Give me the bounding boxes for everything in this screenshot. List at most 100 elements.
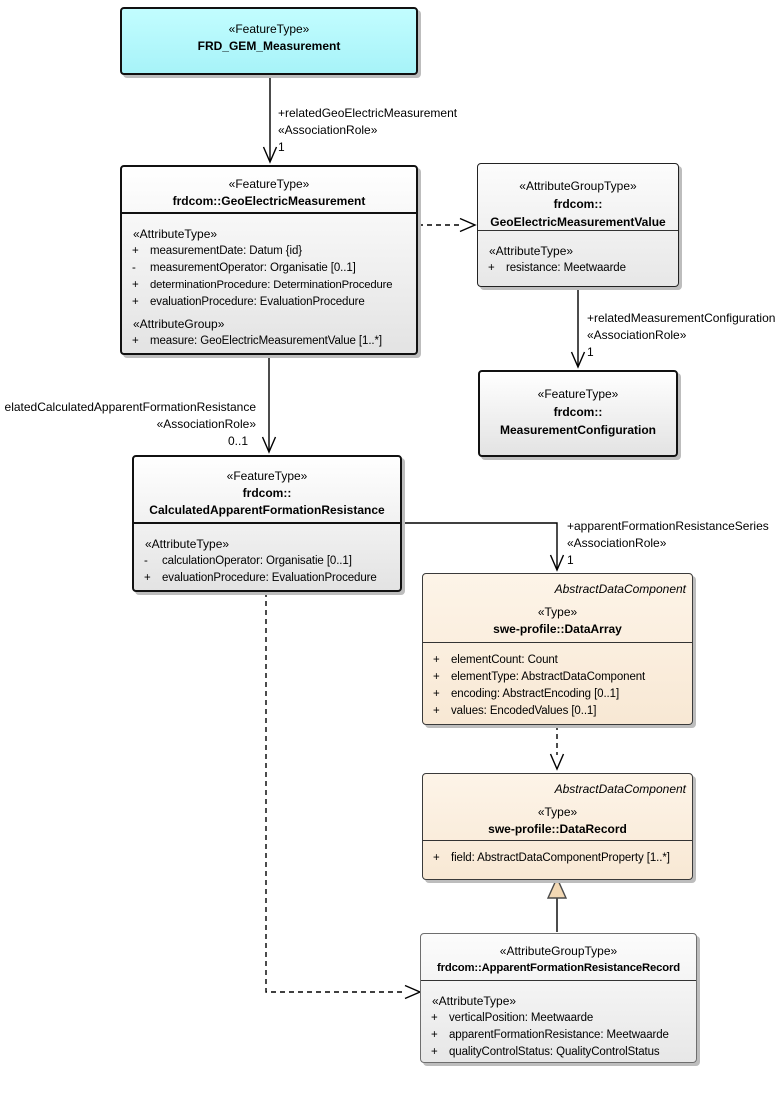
attribute-text: evaluationProcedure: EvaluationProcedure <box>162 572 377 584</box>
attribute-text: measurementOperator: Organisatie [0..1] <box>150 262 356 274</box>
attribute-compartment: «AttributeType» + measurementDate: Datum… <box>122 214 416 350</box>
stereotype-label: «FeatureType» <box>228 177 310 191</box>
class-header: «FeatureType» frdcom:: MeasurementConfig… <box>480 372 676 439</box>
attribute-text: field: AbstractDataComponentProperty [1.… <box>451 852 670 864</box>
attribute-compartment: «AttributeType» + verticalPosition: Meet… <box>421 981 696 1061</box>
attribute-row: + measurementDate: Datum {id} <box>122 243 416 260</box>
attribute-row: + elementCount: Count <box>423 652 692 669</box>
stereotype-label: «Type» <box>537 605 578 619</box>
attribute-text: elementType: AbstractDataComponent <box>451 671 646 683</box>
connector-related-geo-electric-measurement <box>262 75 278 164</box>
attribute-text: calculationOperator: Organisatie [0..1] <box>162 555 352 567</box>
attribute-text: measurementDate: Datum {id} <box>150 245 302 257</box>
class-frd-gem-measurement: «FeatureType» FRD_GEM_Measurement <box>120 7 418 75</box>
class-header: «FeatureType» frdcom::GeoElectricMeasure… <box>122 167 416 214</box>
multiplicity: 0..1 <box>227 434 248 448</box>
class-header: «FeatureType» frdcom:: CalculatedApparen… <box>134 457 400 524</box>
class-data-record: AbstractDataComponent «Type» swe-profile… <box>422 773 693 880</box>
connector-related-measurement-configuration <box>570 287 586 369</box>
class-name: frdcom::GeoElectricMeasurement <box>172 194 366 208</box>
attribute-text: measure: GeoElectricMeasurementValue [1.… <box>150 335 382 347</box>
attribute-row: - measurementOperator: Organisatie [0..1… <box>122 260 416 277</box>
role-stereotype: «AssociationRole» <box>567 536 667 550</box>
connector-related-calculated-apparent-formation-resistance <box>261 355 277 454</box>
role-name: +relatedGeoElectricMeasurement <box>278 106 458 120</box>
attribute-row: + verticalPosition: Meetwaarde <box>421 1010 696 1027</box>
multiplicity: 1 <box>567 553 574 567</box>
attribute-row: + measure: GeoElectricMeasurementValue [… <box>122 333 416 350</box>
role-name: elatedCalculatedApparentFormationResista… <box>4 400 256 414</box>
section-heading: «AttributeType» <box>145 537 230 551</box>
class-geo-electric-measurement-value: «AttributeGroupType» frdcom:: GeoElectri… <box>477 163 679 287</box>
role-name: +apparentFormationResistanceSeries <box>567 519 769 533</box>
class-name-line1: frdcom:: <box>242 486 292 500</box>
attribute-text: values: EncodedValues [0..1] <box>451 705 597 717</box>
parent-class-label: AbstractDataComponent <box>554 582 686 596</box>
attribute-row: + elementType: AbstractDataComponent <box>423 669 692 686</box>
attribute-text: apparentFormationResistance: Meetwaarde <box>449 1029 669 1041</box>
role-name: +relatedMeasurementConfiguration <box>587 311 776 325</box>
section-heading: «AttributeType» <box>133 227 218 241</box>
class-name-line2: MeasurementConfiguration <box>499 423 656 437</box>
class-measurement-configuration: «FeatureType» frdcom:: MeasurementConfig… <box>478 370 678 457</box>
visibility-marker: + <box>488 262 495 274</box>
attribute-text: evaluationProcedure: EvaluationProcedure <box>150 296 365 308</box>
class-apparent-formation-resistance-record: «AttributeGroupType» frdcom::ApparentFor… <box>420 933 697 1063</box>
connector-label-related-geo-electric-measurement: +relatedGeoElectricMeasurement «Associat… <box>278 105 457 156</box>
class-name-line2: GeoElectricMeasurementValue <box>490 215 666 229</box>
attribute-text: verticalPosition: Meetwaarde <box>449 1012 594 1024</box>
stereotype-label: «AttributeGroupType» <box>519 179 637 193</box>
class-name-line1: frdcom:: <box>553 197 603 211</box>
connector-measure-dependency <box>418 217 477 233</box>
class-name-line1: frdcom:: <box>553 405 603 419</box>
visibility-marker: + <box>433 705 440 717</box>
stereotype-label: «AttributeGroupType» <box>499 944 618 958</box>
attribute-row: - calculationOperator: Organisatie [0..1… <box>134 553 400 570</box>
connector-element-type-dependency <box>549 725 565 771</box>
class-data-array: AbstractDataComponent «Type» swe-profile… <box>422 573 693 725</box>
class-name-line2: CalculatedApparentFormationResistance <box>149 503 385 517</box>
visibility-marker: + <box>132 296 139 308</box>
visibility-marker: + <box>433 671 440 683</box>
role-stereotype: «AssociationRole» <box>587 328 687 342</box>
attribute-row: + resistance: Meetwaarde <box>478 260 678 277</box>
attribute-row: + evaluationProcedure: EvaluationProcedu… <box>122 294 416 311</box>
class-name: swe-profile::DataRecord <box>488 822 627 836</box>
attribute-row: + field: AbstractDataComponentProperty [… <box>423 850 692 867</box>
connector-label-related-calculated-apparent-formation-resistance: elatedCalculatedApparentFormationResista… <box>0 399 256 450</box>
connector-label-related-measurement-configuration: +relatedMeasurementConfiguration «Associ… <box>587 310 775 361</box>
role-stereotype: «AssociationRole» <box>278 123 378 137</box>
parent-class-label: AbstractDataComponent <box>554 782 686 796</box>
attribute-row: + apparentFormationResistance: Meetwaard… <box>421 1027 696 1044</box>
connector-label-apparent-formation-resistance-series: +apparentFormationResistanceSeries «Asso… <box>567 518 769 569</box>
attribute-row: + encoding: AbstractEncoding [0..1] <box>423 686 692 703</box>
attribute-row: + qualityControlStatus: QualityControlSt… <box>421 1044 696 1061</box>
multiplicity: 1 <box>278 140 285 154</box>
class-header: AbstractDataComponent «Type» swe-profile… <box>423 574 692 643</box>
stereotype-label: «FeatureType» <box>228 22 310 36</box>
class-name: frdcom::ApparentFormationResistanceRecor… <box>436 962 681 974</box>
visibility-marker: + <box>433 688 440 700</box>
class-header: «AttributeGroupType» frdcom::ApparentFor… <box>421 934 696 981</box>
class-name: FRD_GEM_Measurement <box>197 39 341 53</box>
visibility-marker: + <box>132 335 139 347</box>
class-header: AbstractDataComponent «Type» swe-profile… <box>423 774 692 841</box>
attribute-compartment: + field: AbstractDataComponentProperty [… <box>423 841 692 867</box>
visibility-marker: + <box>433 654 440 666</box>
visibility-marker: - <box>144 555 148 567</box>
visibility-marker: + <box>132 245 139 257</box>
connector-record-dependency <box>265 592 422 1000</box>
attribute-row: + evaluationProcedure: EvaluationProcedu… <box>134 570 400 587</box>
stereotype-label: «Type» <box>537 805 578 819</box>
class-geo-electric-measurement: «FeatureType» frdcom::GeoElectricMeasure… <box>120 165 418 355</box>
attribute-text: determinationProcedure: DeterminationPro… <box>150 279 393 291</box>
class-name: swe-profile::DataArray <box>493 622 622 636</box>
visibility-marker: + <box>431 1046 438 1058</box>
attribute-row: + determinationProcedure: DeterminationP… <box>122 277 416 294</box>
class-header: «FeatureType» FRD_GEM_Measurement <box>122 9 416 55</box>
section-heading: «AttributeType» <box>432 994 517 1008</box>
attribute-text: resistance: Meetwaarde <box>506 262 626 274</box>
class-calculated-apparent-formation-resistance: «FeatureType» frdcom:: CalculatedApparen… <box>132 455 402 592</box>
